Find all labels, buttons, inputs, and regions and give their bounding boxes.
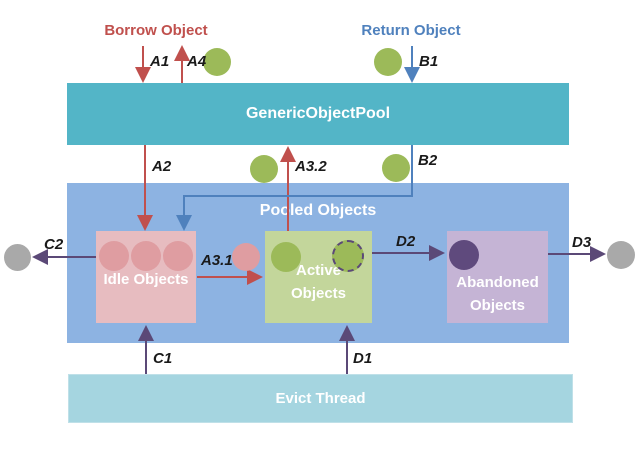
pooled-object-token xyxy=(382,154,410,182)
pooled-objects-title: Pooled Objects xyxy=(259,202,377,219)
idle-object-token xyxy=(99,241,129,271)
edge-label-c1: C1 xyxy=(153,350,173,367)
idle-object-token xyxy=(163,241,193,271)
pooled-object-token xyxy=(374,48,402,76)
edge-label-a32: A3.2 xyxy=(295,158,327,175)
edge-label-d1: D1 xyxy=(353,350,373,367)
active-objects-title-line1: Active xyxy=(295,262,342,279)
edge-label-a1: A1 xyxy=(150,53,170,70)
generic-object-pool-band: GenericObjectPool xyxy=(67,83,569,145)
edge-label-b2: B2 xyxy=(418,152,438,169)
idle-object-token xyxy=(131,241,161,271)
destroyed-object-right xyxy=(607,241,635,269)
edge-label-d2: D2 xyxy=(396,233,416,250)
destroyed-object-left xyxy=(4,244,31,271)
abandoned-objects-title: Abandoned Objects xyxy=(447,271,548,317)
pooled-object-token xyxy=(203,48,231,76)
pooled-object-token xyxy=(250,155,278,183)
abandoned-objects-title-line2: Objects xyxy=(469,297,526,314)
generic-object-pool-title: GenericObjectPool xyxy=(245,105,391,122)
return-object-label: Return Object xyxy=(361,22,461,39)
evict-thread-title: Evict Thread xyxy=(275,390,366,407)
edge-label-a31: A3.1 xyxy=(201,252,233,269)
evict-thread-band: Evict Thread xyxy=(68,374,573,423)
active-object-token xyxy=(271,242,301,272)
edge-label-b1: B1 xyxy=(419,53,439,70)
idle-objects-title: Idle Objects xyxy=(103,271,189,288)
active-objects-title-line2: Objects xyxy=(290,285,347,302)
borrow-object-label: Borrow Object xyxy=(104,22,208,39)
abandoned-object-token xyxy=(449,240,479,270)
abandoned-objects-box: Abandoned Objects xyxy=(447,231,548,323)
edge-label-c2: C2 xyxy=(44,236,64,253)
edge-label-a4: A4 xyxy=(187,53,207,70)
tracked-object-token xyxy=(332,240,364,272)
abandoned-objects-title-line1: Abandoned xyxy=(456,274,539,291)
edge-label-a2: A2 xyxy=(152,158,172,175)
edge-label-d3: D3 xyxy=(572,234,592,251)
active-objects-title: Active Objects xyxy=(265,259,372,305)
transition-object-token xyxy=(232,243,260,271)
